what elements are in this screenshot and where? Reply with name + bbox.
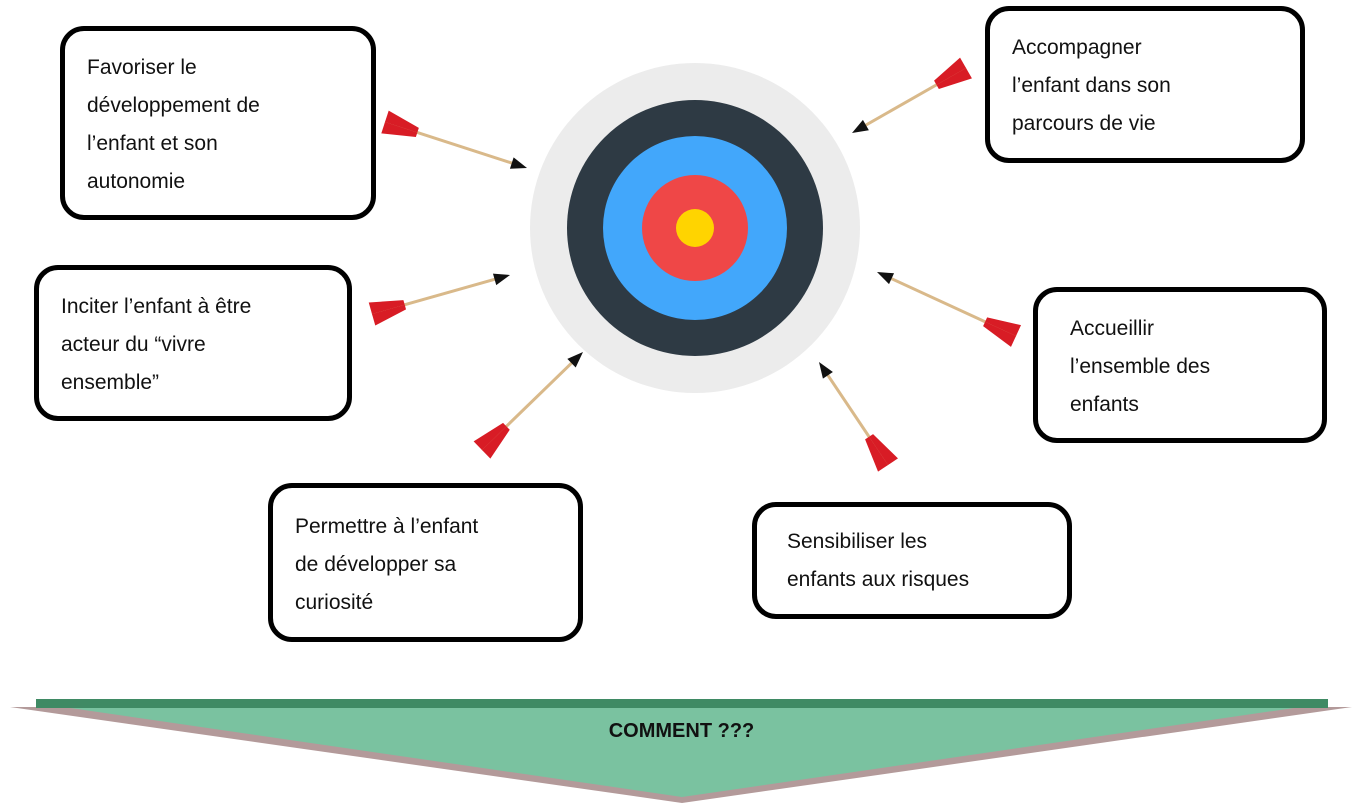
target-icon: [530, 63, 860, 393]
arrow-fletching: [936, 68, 972, 90]
arrow-fletching: [869, 434, 898, 465]
arrow-accompagner: [852, 57, 972, 133]
arrow-inciter: [368, 273, 510, 326]
arrow-fletching: [381, 122, 418, 138]
banner-label: COMMENT ???: [608, 720, 755, 742]
banner-shape: [36, 703, 1328, 797]
goal-line: l’enfant et son: [87, 132, 218, 155]
goal-box-favoriser: Favoriser le développement de l’enfant e…: [60, 26, 376, 220]
goal-line: développement de: [87, 94, 260, 117]
arrow-fletching: [865, 436, 888, 472]
goal-box-permettre: Permettre à l’enfant de développer sa cu…: [268, 483, 583, 642]
arrow-permettre: [473, 352, 583, 459]
arrow-head: [852, 119, 869, 133]
arrow-head: [819, 362, 833, 379]
goal-line: enfants aux risques: [787, 568, 970, 591]
goal-box-inciter: Inciter l’enfant à être acteur du “vivre…: [34, 265, 352, 421]
arrow-favoriser: [381, 110, 527, 169]
arrow-fletching: [934, 57, 966, 85]
arrow-fletching: [372, 304, 407, 326]
goal-line: autonomie: [87, 170, 186, 193]
banner-top-band: [36, 699, 1328, 708]
arrow-fletching: [482, 426, 510, 459]
goal-line: de développer sa: [295, 553, 457, 576]
goal-line: Accueillir: [1070, 317, 1155, 340]
arrow-head: [877, 272, 895, 285]
arrow-head: [509, 157, 527, 169]
goal-line: Favoriser le: [87, 56, 197, 79]
arrow-fletching: [385, 110, 419, 133]
goal-line: ensemble”: [61, 371, 160, 394]
goal-line: enfants: [1070, 393, 1139, 416]
goal-line: Accompagner: [1012, 36, 1142, 59]
arrow-sensibiliser: [819, 362, 898, 472]
goal-box-sensibiliser: Sensibiliser les enfants aux risques: [752, 502, 1072, 619]
goal-line: Sensibiliser les: [787, 530, 928, 553]
arrow-accueillir: [877, 272, 1022, 347]
arrow-fletching: [985, 317, 1022, 336]
goal-box-accompagner: Accompagner l’enfant dans son parcours d…: [985, 6, 1305, 163]
goal-box-accueillir: Accueillir l’ensemble des enfants: [1033, 287, 1327, 443]
arrows-group: [368, 57, 1022, 472]
arrow-fletching: [368, 300, 405, 314]
arrow-fletching: [983, 321, 1016, 347]
goal-line: l’enfant dans son: [1012, 74, 1171, 97]
arrow-head: [492, 273, 510, 286]
goal-line: curiosité: [295, 591, 374, 614]
goal-line: acteur du “vivre: [61, 333, 206, 356]
arrow-head: [567, 352, 583, 368]
arrow-fletching: [473, 422, 507, 450]
goal-line: parcours de vie: [1012, 112, 1156, 135]
goal-line: Inciter l’enfant à être: [61, 295, 252, 318]
goal-line: l’ensemble des: [1070, 355, 1211, 378]
goal-line: Permettre à l’enfant: [295, 515, 479, 538]
